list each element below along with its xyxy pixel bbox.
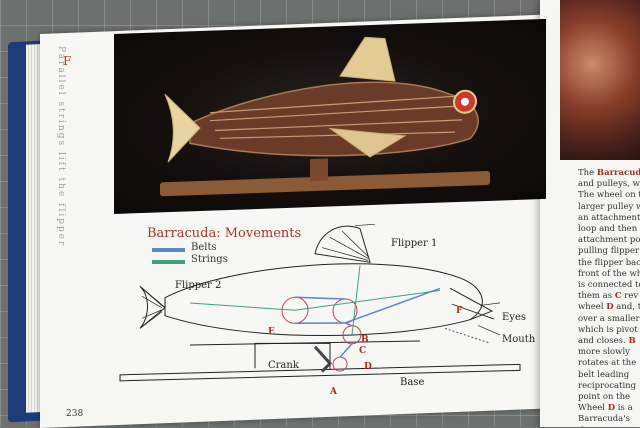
strings-label: Strings [191,254,228,265]
right-text-line: an attachment po [578,212,640,223]
right-text-line: more slowly [578,347,630,358]
right-text-line: which is pivot [578,324,638,335]
diagram-title: Barracuda: Movements [147,226,302,241]
right-text-line: attachment point [578,235,640,246]
strings-swatch [152,260,185,264]
point-c: C [359,346,367,356]
right-text-line: the Barracu [578,426,640,427]
right-text-line: The Barracuda is [578,168,640,178]
crank-handle [313,345,333,373]
margin-letter: F [63,54,72,68]
point-e: E [268,327,275,337]
jaw-shape [449,287,494,321]
point-a: A [330,387,337,397]
fish-body [164,263,483,337]
flipper-1-shape [314,225,371,263]
movement-diagram [119,223,521,382]
right-text-line: belt leading [578,369,630,380]
model-fish [160,36,490,197]
right-text-line: is connected to [578,280,640,291]
margin-vertical-text: Parallel strings lift the flipper [56,46,66,248]
eyes-label: Eyes [502,312,526,323]
right-text-line: front of the wh [578,268,640,279]
base-label: Base [400,377,425,388]
belt-lines [294,296,353,358]
right-text-line: and pulleys, which [578,179,640,190]
flipper-1-label: Flipper 1 [391,238,438,249]
right-text-line: pulling flipper 1 [578,246,640,257]
right-page-photo [560,0,640,160]
right-text-line: loop and then at [578,224,640,235]
mouth-label: Mouth [502,334,536,345]
right-page-text: The Barracuda isand pulleys, whichThe wh… [578,168,640,427]
right-text-line: point on the [578,392,631,403]
right-text-line: larger pulley whe [578,201,640,212]
right-text-line: rotates at the [578,358,637,369]
page-number: 238 [66,409,84,419]
flipper-2-label: Flipper 2 [175,280,222,291]
right-text-line: The wheel on the [578,190,640,201]
mouth-teeth [444,327,491,344]
point-b: B [361,335,369,345]
crank-label: Crank [268,360,299,371]
right-text-line: reciprocating [578,380,637,391]
right-text-line: wheel D and, t [578,302,640,313]
belts-swatch [152,248,185,252]
belts-label: Belts [191,242,217,253]
right-text-line: them as C rev [578,291,639,302]
point-d: D [364,362,372,372]
string-lines [189,289,441,311]
right-text-line: Barracuda's [578,414,630,425]
right-text-line: the flipper back [578,257,640,268]
right-text-line: and closes. B [578,336,636,347]
right-text-line: over a smaller [578,313,640,324]
base-bar [119,363,521,382]
point-f: F [456,306,463,316]
right-text-line: Wheel D is a [578,403,633,414]
mount-rail [189,340,421,346]
